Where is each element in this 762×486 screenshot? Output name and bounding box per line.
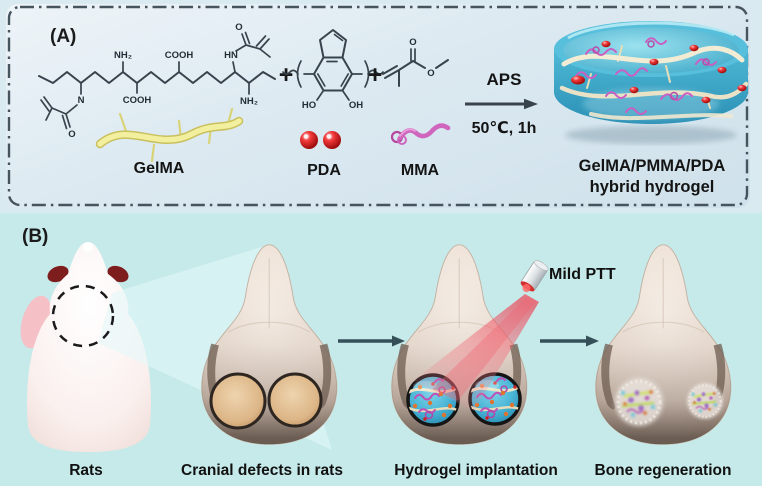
step-label-cranial-defects: Cranial defects in rats (181, 462, 343, 479)
step-label-bone-regeneration: Bone regeneration (594, 462, 732, 479)
disk-gelma-fibers (559, 45, 749, 121)
atom-n: N (78, 95, 85, 106)
gelma-label: GelMA (133, 160, 185, 177)
atom-hn: HN (224, 50, 238, 61)
panel-a: N O NH₂ COOH COOH HN O NH₂ (6, 4, 750, 208)
mma-structure: O O (382, 37, 449, 87)
atom-nh2: NH₂ (114, 50, 132, 61)
defect-right (267, 372, 323, 428)
atom-oh: OH (349, 100, 363, 111)
skull-cranial-defects (201, 244, 338, 445)
laser-device-icon (520, 259, 549, 293)
panel-b-graphics (20, 242, 732, 452)
plus-sign: + (368, 61, 383, 89)
disk-pda-dots (571, 40, 747, 104)
atom-o: O (427, 68, 434, 79)
pda-structure: HO OH (282, 29, 384, 111)
pda-spheres-icon (300, 131, 341, 149)
hydrogel-disk-icon (554, 21, 749, 144)
step-label-rats: Rats (69, 462, 103, 479)
panel-a-graphics: N O NH₂ COOH COOH HN O NH₂ (7, 5, 749, 207)
atom-o: O (409, 37, 416, 48)
mma-label: MMA (400, 162, 440, 179)
product-name-line2: hybrid hydrogel (589, 178, 715, 196)
mma-chain-icon (390, 123, 451, 145)
gelma-structure: N O NH₂ COOH COOH HN O NH₂ (38, 22, 276, 140)
product-name-line1: GelMA/PMMA/PDA (578, 157, 726, 175)
step-label-hydrogel-implantation: Hydrogel implantation (394, 462, 558, 479)
laser-beam (413, 294, 539, 411)
panel-a-label: (A) (50, 26, 77, 47)
atom-nh2: NH₂ (240, 96, 258, 107)
atom-cooh: COOH (165, 50, 194, 61)
rat-ear-left (47, 265, 69, 283)
atom-ho: HO (302, 100, 316, 111)
defect-site-circle (51, 284, 115, 348)
plus-sign: + (279, 61, 294, 89)
workflow-arrow-icon (540, 335, 599, 347)
mild-ptt-label: Mild PTT (549, 266, 616, 283)
atom-cooh: COOH (123, 95, 152, 106)
atom-o: O (68, 129, 75, 140)
panel-b-label: (B) (22, 226, 49, 247)
regenerated-site-left (615, 378, 663, 426)
atom-o: O (235, 22, 242, 33)
reaction-catalyst-label: APS (486, 70, 522, 89)
regenerated-site-right (687, 383, 723, 419)
panel-a-border (7, 5, 749, 207)
reaction-conditions-label: 50℃, 1h (471, 120, 537, 137)
gelma-fiber-icon (95, 107, 244, 163)
disk-pmma-chains (575, 37, 717, 115)
reaction-arrow-icon (465, 98, 538, 110)
pda-label: PDA (307, 162, 341, 179)
defect-left (209, 372, 267, 430)
workflow-arrow-icon (338, 335, 405, 347)
laser-beam-core (432, 296, 536, 401)
